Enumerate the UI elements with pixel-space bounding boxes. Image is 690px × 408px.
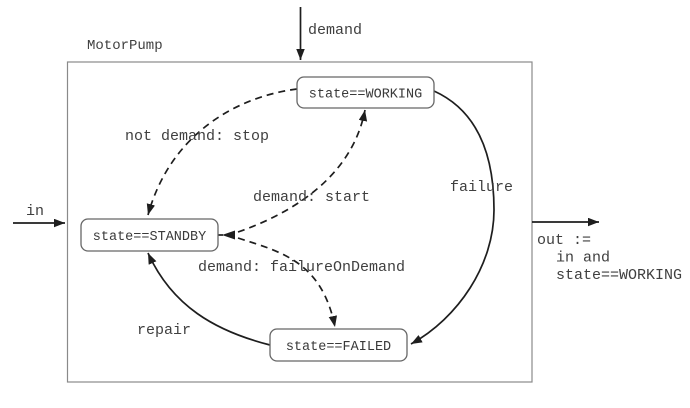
transition-start-edge bbox=[237, 109, 368, 233]
in-input-label: in bbox=[26, 203, 44, 220]
transition-repair-label: repair bbox=[137, 322, 191, 339]
state-failed-box bbox=[269, 328, 408, 362]
state-failed-label: state==FAILED bbox=[286, 340, 391, 355]
demand-input-label: demand bbox=[308, 22, 362, 39]
state-standby-label: state==STANDBY bbox=[93, 230, 206, 245]
transition-stop-label: not demand: stop bbox=[125, 128, 269, 145]
out-expression-line2: in and bbox=[556, 250, 610, 267]
junction-arrowhead-icon bbox=[222, 230, 235, 240]
transition-start-label: demand: start bbox=[253, 189, 370, 206]
out-expression-line1: out := bbox=[537, 232, 591, 249]
transition-failure-label: failure bbox=[450, 179, 513, 196]
transition-failure-edge bbox=[410, 90, 495, 345]
component-title: MotorPump bbox=[87, 38, 163, 54]
state-working-box bbox=[296, 76, 435, 109]
state-working-label: state==WORKING bbox=[309, 88, 422, 103]
transition-repair-edge bbox=[147, 252, 271, 346]
transition-stop-edge bbox=[146, 88, 298, 216]
state-standby-box bbox=[80, 218, 219, 252]
transition-failure-on-demand-edge bbox=[237, 237, 338, 328]
out-expression-line3: state==WORKING bbox=[556, 267, 682, 284]
transition-failure-on-demand-label: demand: failureOnDemand bbox=[198, 259, 405, 276]
